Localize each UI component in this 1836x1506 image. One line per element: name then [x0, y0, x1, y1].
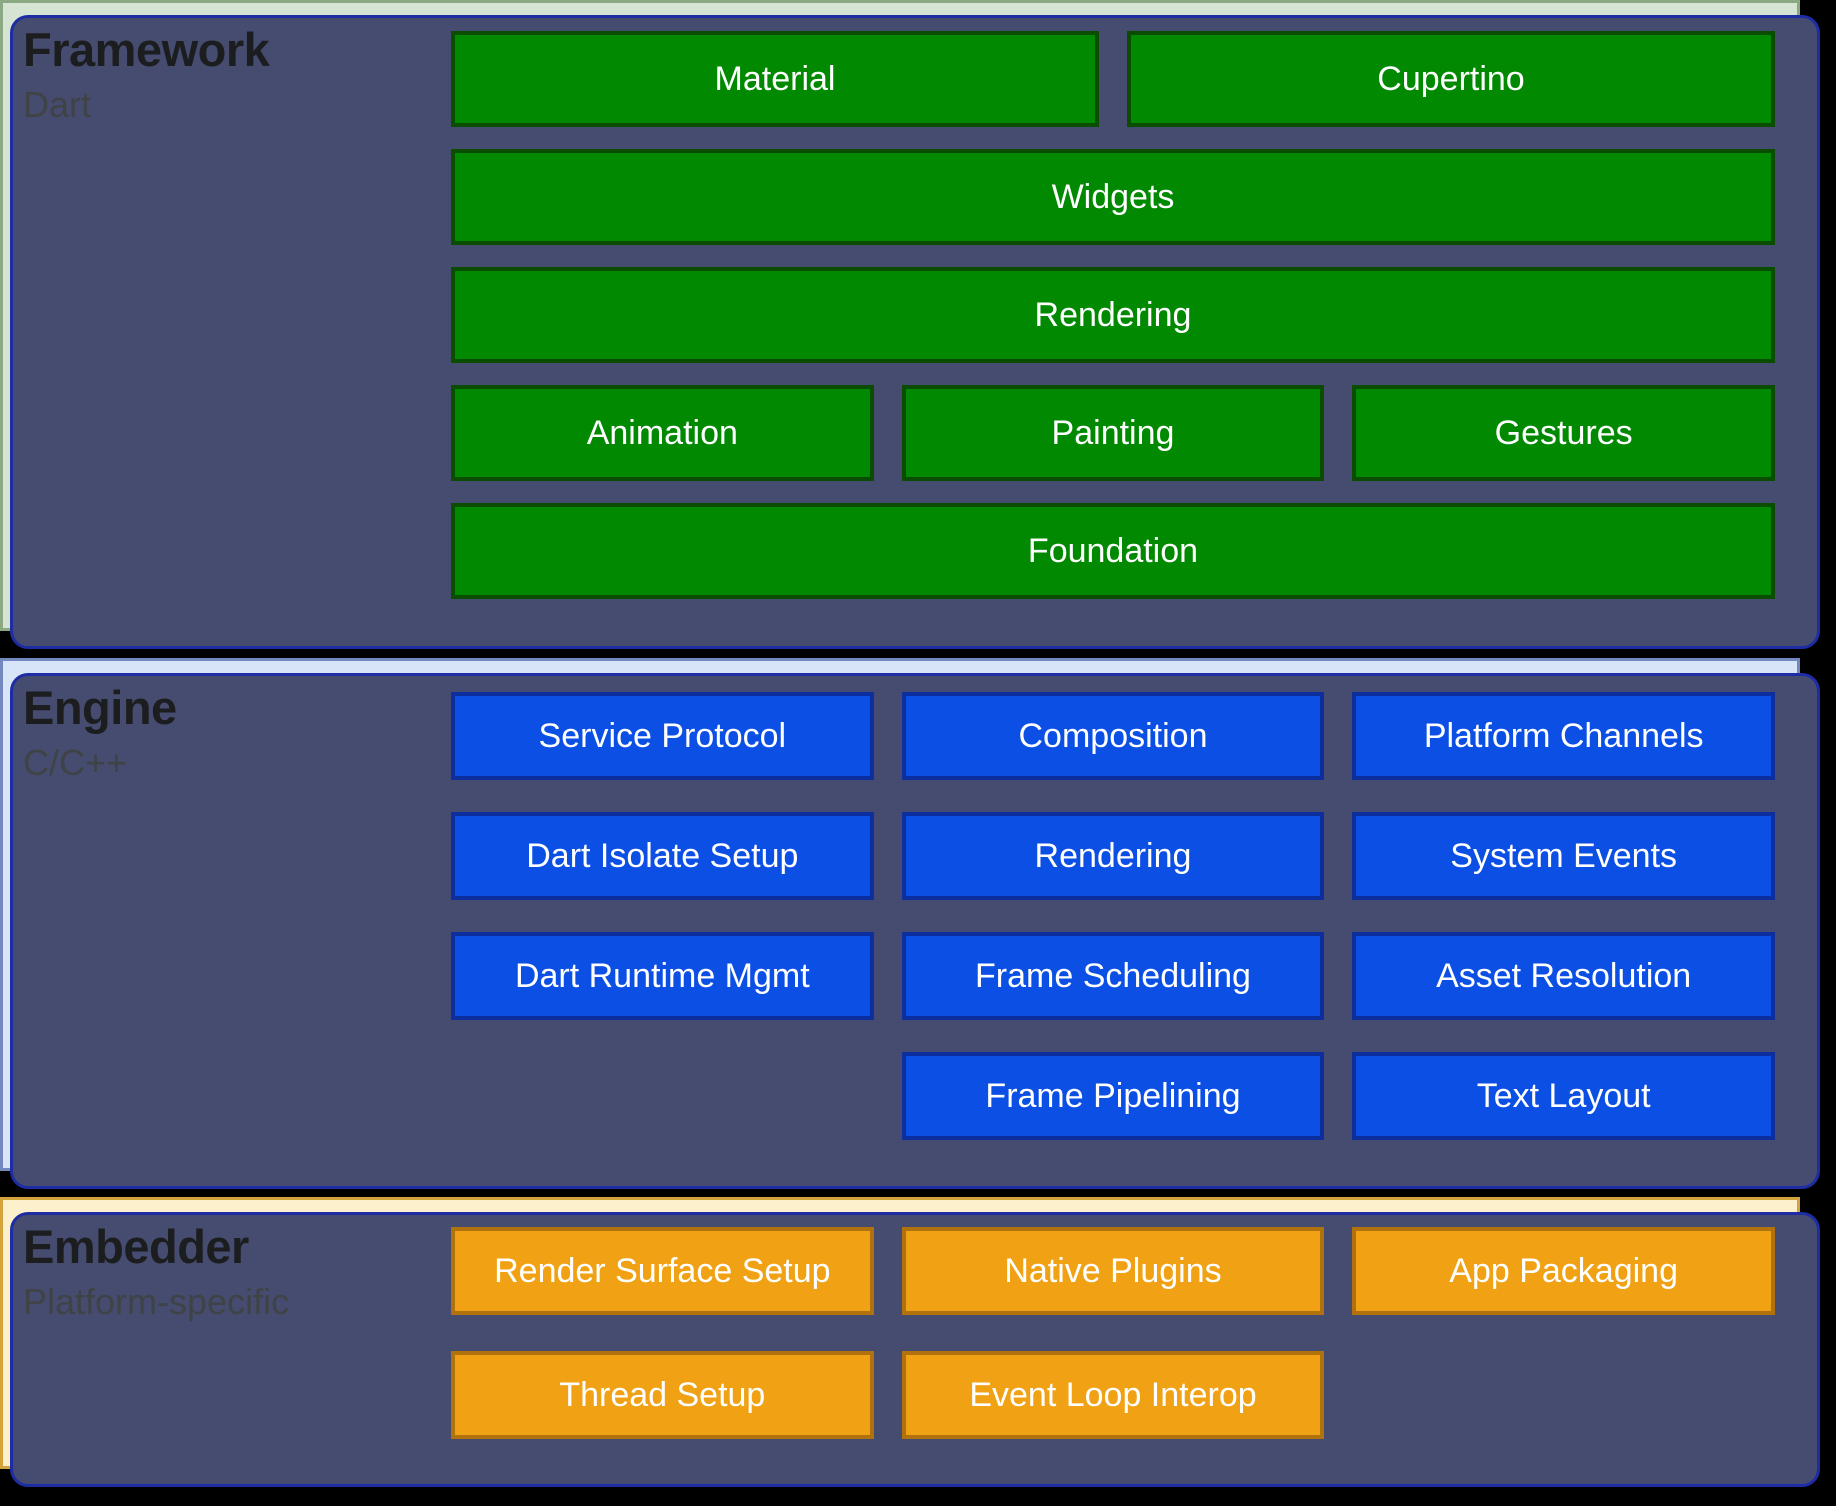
framework-title-block: Framework Dart: [3, 3, 451, 628]
box-frame-scheduling: Frame Scheduling: [901, 932, 1325, 1020]
box-material: Material: [451, 31, 1099, 127]
layer-engine: Engine C/C++ Service Protocol Compositio…: [0, 658, 1820, 1189]
box-platform-channels: Platform Channels: [1352, 692, 1775, 780]
framework-row-4: Animation Painting Gestures: [451, 385, 1775, 481]
box-dart-isolate-setup: Dart Isolate Setup: [451, 812, 874, 900]
box-rendering-framework: Rendering: [451, 267, 1775, 363]
box-cupertino: Cupertino: [1127, 31, 1775, 127]
box-render-surface-setup: Render Surface Setup: [451, 1227, 874, 1315]
embedder-empty-cell: [1352, 1351, 1775, 1439]
box-painting: Painting: [901, 385, 1325, 481]
box-app-packaging: App Packaging: [1352, 1227, 1775, 1315]
box-service-protocol: Service Protocol: [451, 692, 874, 780]
framework-row-1: Material Cupertino: [451, 31, 1775, 127]
box-event-loop-interop: Event Loop Interop: [901, 1351, 1325, 1439]
engine-empty-cell: [451, 1052, 874, 1140]
framework-subtitle: Dart: [23, 83, 92, 125]
engine-row-1: Service Protocol Composition Platform Ch…: [451, 692, 1775, 780]
engine-boxes: Service Protocol Composition Platform Ch…: [451, 661, 1797, 1168]
embedder-row-2: Thread Setup Event Loop Interop: [451, 1351, 1775, 1439]
engine-row-2: Dart Isolate Setup Rendering System Even…: [451, 812, 1775, 900]
box-widgets: Widgets: [451, 149, 1775, 245]
box-text-layout: Text Layout: [1352, 1052, 1775, 1140]
embedder-row-1: Render Surface Setup Native Plugins App …: [451, 1227, 1775, 1315]
box-animation: Animation: [451, 385, 874, 481]
framework-boxes: Material Cupertino Widgets Rendering Ani…: [451, 3, 1797, 628]
box-gestures: Gestures: [1352, 385, 1775, 481]
layer-embedder: Embedder Platform-specific Render Surfac…: [0, 1197, 1820, 1487]
embedder-boxes: Render Surface Setup Native Plugins App …: [451, 1200, 1797, 1466]
engine-title: Engine: [23, 681, 177, 734]
engine-row-3: Dart Runtime Mgmt Frame Scheduling Asset…: [451, 932, 1775, 1020]
framework-row-2: Widgets: [451, 149, 1775, 245]
embedder-title: Embedder: [23, 1220, 249, 1273]
framework-row-5: Foundation: [451, 503, 1775, 599]
box-native-plugins: Native Plugins: [901, 1227, 1325, 1315]
embedder-title-block: Embedder Platform-specific: [3, 1200, 451, 1466]
layer-framework: Framework Dart Material Cupertino Widget…: [0, 0, 1820, 649]
box-composition: Composition: [901, 692, 1325, 780]
box-dart-runtime-mgmt: Dart Runtime Mgmt: [451, 932, 874, 1020]
box-asset-resolution: Asset Resolution: [1352, 932, 1775, 1020]
framework-row-3: Rendering: [451, 267, 1775, 363]
engine-title-block: Engine C/C++: [3, 661, 451, 1168]
box-frame-pipelining: Frame Pipelining: [901, 1052, 1325, 1140]
embedder-subtitle: Platform-specific: [23, 1280, 290, 1322]
box-system-events: System Events: [1352, 812, 1775, 900]
framework-title: Framework: [23, 23, 270, 76]
engine-subtitle: C/C++: [23, 741, 128, 783]
box-thread-setup: Thread Setup: [451, 1351, 874, 1439]
box-rendering-engine: Rendering: [901, 812, 1325, 900]
box-foundation: Foundation: [451, 503, 1775, 599]
engine-row-4: Frame Pipelining Text Layout: [451, 1052, 1775, 1140]
